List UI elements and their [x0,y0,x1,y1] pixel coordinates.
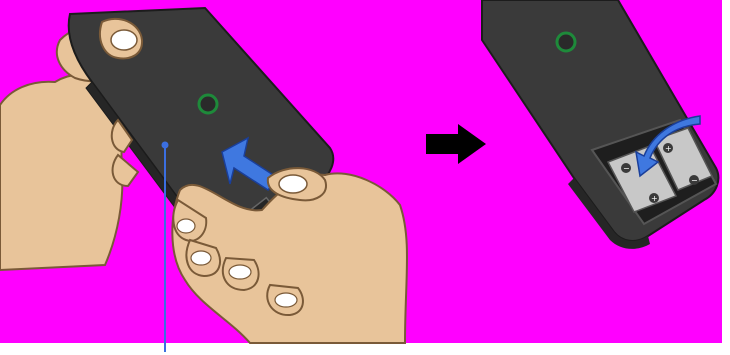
right-thumb-nail [279,175,307,193]
finger-nail-1 [177,219,195,233]
svg-text:−: − [623,164,630,173]
led-indicator-right-icon [557,33,575,51]
svg-text:−: − [691,176,698,185]
white-margin-right [722,0,730,355]
svg-text:+: + [651,194,658,203]
svg-text:+: + [665,144,672,153]
indicator-dot [162,142,169,149]
finger-nail-2 [191,251,211,265]
finger-nail-3 [229,265,251,279]
thumb-nail [111,30,137,50]
finger-nail-4 [275,293,297,307]
white-margin-bottom [0,343,730,355]
led-indicator-icon [199,95,217,113]
